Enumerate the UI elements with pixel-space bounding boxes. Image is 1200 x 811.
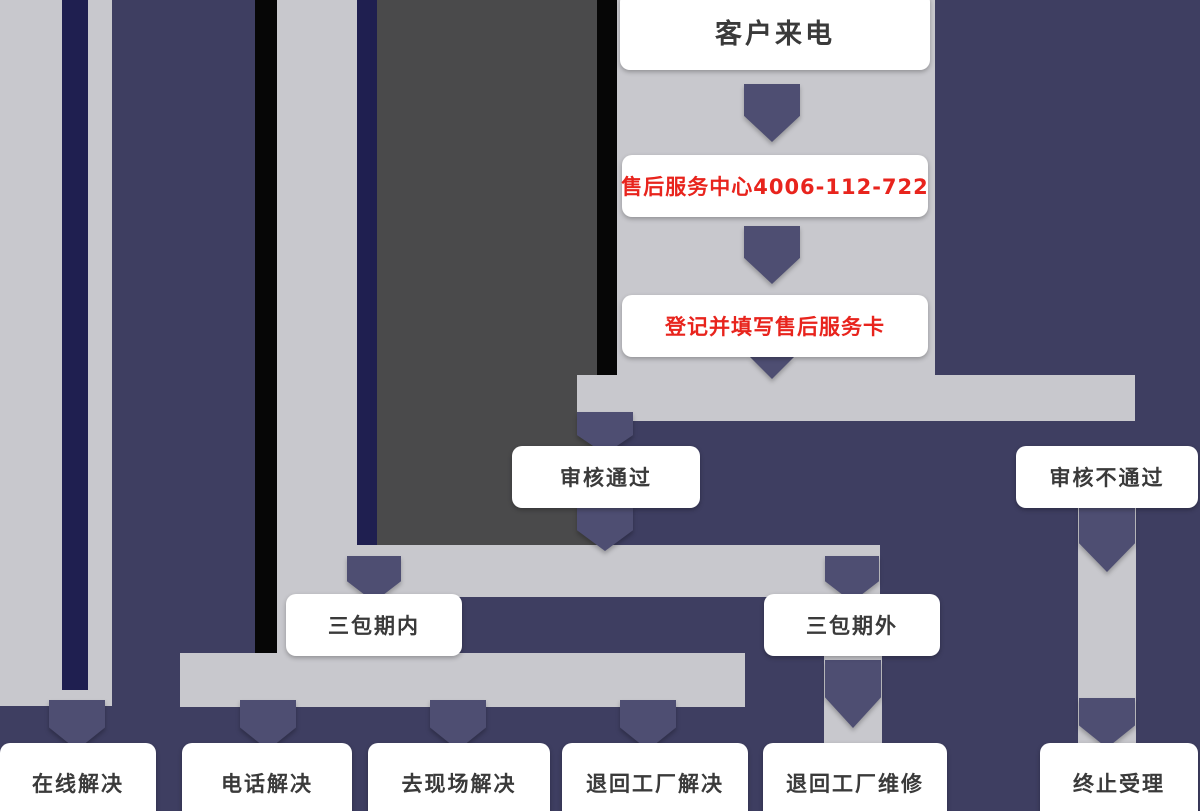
arrow-down-icon — [1079, 508, 1135, 572]
node-review-pass: 审核通过 — [512, 446, 700, 508]
node-solve-phone: 电话解决 — [182, 743, 352, 811]
node-within-warranty: 三包期内 — [286, 594, 462, 656]
arrow-down-icon — [750, 357, 794, 379]
connector-solutions-horizontal — [180, 653, 745, 707]
connector-second-navy-stripe — [357, 0, 377, 558]
connector-left-navy-stripe — [62, 0, 88, 690]
node-customer-call: 客户来电 — [620, 0, 930, 70]
arrow-down-icon — [744, 226, 800, 284]
connector-review-split-horizontal — [577, 375, 1135, 421]
arrow-down-icon — [1079, 698, 1135, 748]
connector-left-vertical — [0, 0, 112, 706]
node-solve-onsite: 去现场解决 — [368, 743, 550, 811]
arrow-down-icon — [825, 660, 881, 728]
node-review-fail: 审核不通过 — [1016, 446, 1198, 508]
node-solve-online: 在线解决 — [0, 743, 156, 811]
node-outside-warranty: 三包期外 — [764, 594, 940, 656]
node-register-card: 登记并填写售后服务卡 — [622, 295, 928, 357]
node-service-center: 售后服务中心4006-112-722 — [621, 155, 928, 217]
arrow-down-icon — [744, 84, 800, 142]
connector-second-black-stripe — [255, 0, 277, 708]
arrow-down-icon — [577, 505, 633, 551]
connector-second-vertical — [277, 0, 357, 656]
connector-warranty-split-horizontal — [352, 545, 880, 597]
node-solve-return-factory: 退回工厂解决 — [562, 743, 748, 811]
node-repair-return-factory: 退回工厂维修 — [763, 743, 947, 811]
connector-center-black-stripe — [597, 0, 617, 377]
node-terminate: 终止受理 — [1040, 743, 1198, 811]
